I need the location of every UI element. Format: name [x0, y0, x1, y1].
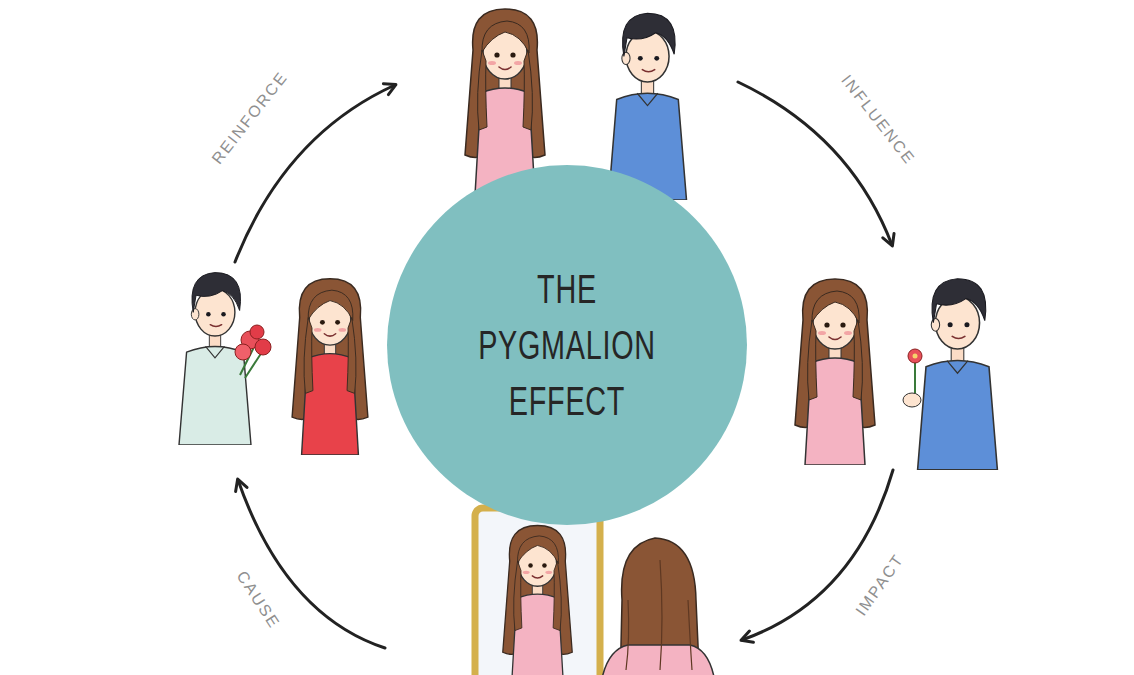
arrow-label: INFLUENCE: [837, 72, 918, 169]
arrow-label: IMPACT: [852, 551, 908, 620]
mirror-scene: [475, 498, 716, 675]
left-couple: [179, 273, 368, 455]
central-circle: THE PYGMALION EFFECT: [387, 165, 747, 525]
circle-title: THE PYGMALION EFFECT: [463, 261, 672, 429]
right-couple: [795, 279, 997, 470]
arrow-label: CAUSE: [233, 568, 284, 632]
arrow-label: REINFORCE: [208, 68, 291, 168]
